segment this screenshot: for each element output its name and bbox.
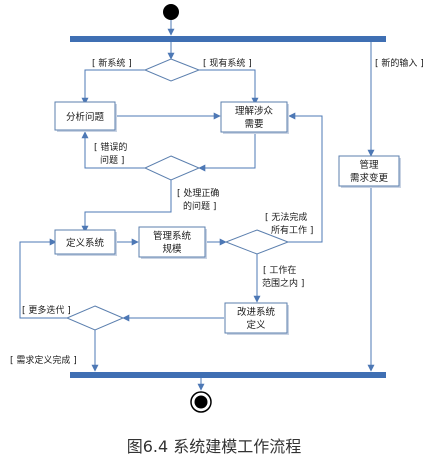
guard-in-scope-2: 范围之内 ]: [262, 277, 304, 289]
node-define-label: 定义系统: [66, 237, 105, 249]
decision-iterate: [65, 305, 125, 331]
guard-wrong-problem-2: 问题 ]: [100, 154, 124, 166]
guard-cannot-do-all-2: 所有工作 ]: [271, 224, 313, 236]
node-refine-label-2: 定义: [246, 319, 266, 331]
guard-new-system: [ 新系统 ]: [92, 57, 132, 69]
figure-caption: 图6.4 系统建模工作流程: [127, 437, 302, 456]
node-understand-label-1: 理解涉众: [235, 105, 274, 117]
node-analyze-problem: 分析问题: [54, 101, 117, 132]
node-manage-changes: 管理 需求变更: [338, 155, 401, 188]
start-node: [163, 4, 179, 20]
guard-wrong-problem-1: [ 错误的: [94, 141, 127, 153]
node-define-system: 定义系统: [54, 229, 117, 256]
node-manage-scale: 管理系统 规模: [138, 226, 207, 259]
fork-bar: [70, 36, 386, 42]
node-manage-changes-label-2: 需求变更: [350, 172, 389, 184]
node-manage-scale-label-1: 管理系统: [153, 230, 192, 242]
node-refine-label-1: 改进系统: [237, 306, 276, 318]
guard-right-problem-2: 的问题 ]: [183, 200, 216, 212]
guard-new-input: [ 新的输入 ]: [375, 57, 424, 69]
node-manage-changes-label-1: 管理: [359, 159, 379, 171]
decision-system-type: [143, 58, 201, 82]
node-understand-needs: 理解涉众 需要: [220, 101, 289, 134]
guard-cannot-do-all-1: [ 无法完成: [265, 211, 307, 223]
decision-capacity: [224, 229, 290, 255]
node-analyze-label: 分析问题: [66, 111, 105, 123]
node-refine-definition: 改进系统 定义: [224, 302, 289, 335]
join-bar: [70, 372, 386, 378]
guard-more-iterations: [ 更多迭代 ]: [22, 304, 71, 316]
node-understand-label-2: 需要: [244, 119, 263, 130]
guard-right-problem-1: [ 处理正确: [177, 187, 219, 199]
guard-requirements-done: [ 需求定义完成 ]: [10, 354, 77, 366]
edges: [19, 20, 375, 391]
end-node: [190, 391, 212, 413]
decision-problem-check: [143, 155, 201, 181]
node-manage-scale-label-2: 规模: [162, 243, 182, 255]
guard-existing-system: [ 现有系统 ]: [203, 57, 252, 69]
guard-in-scope-1: [ 工作在: [263, 264, 296, 276]
